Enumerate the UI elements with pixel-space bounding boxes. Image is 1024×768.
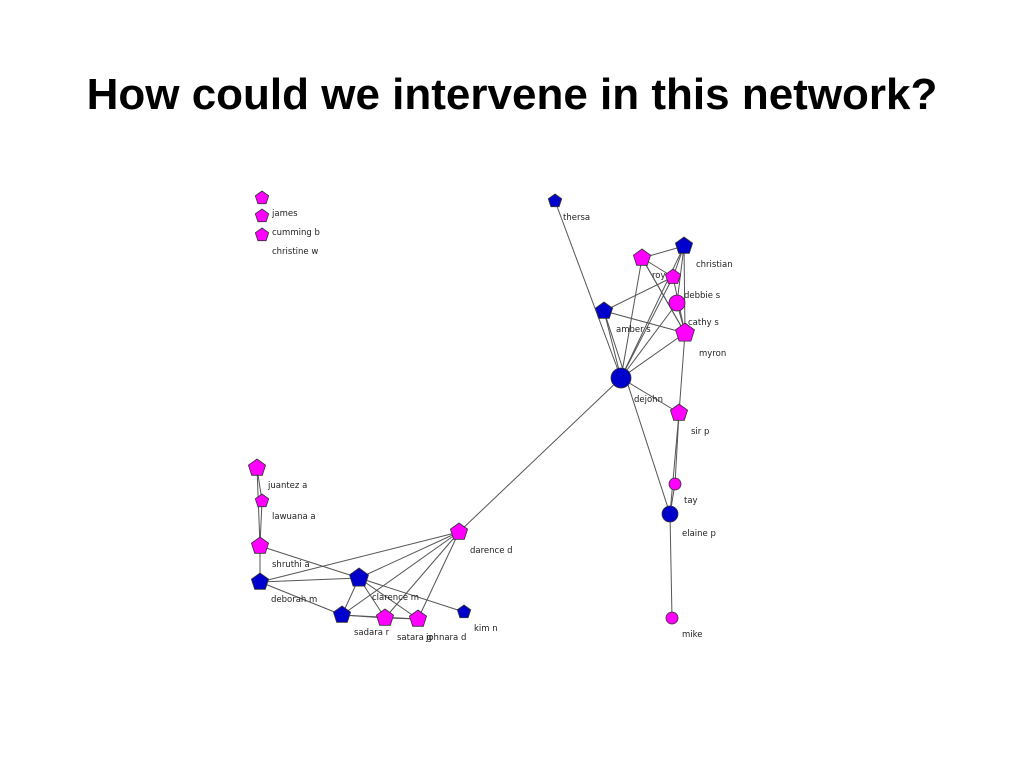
edge-debbie2-dejohn [620,302,678,379]
slide-title: How could we intervene in this network? [86,70,938,119]
edge-christian-cathy [683,245,686,334]
edges-layer [256,200,686,620]
node-label-christine: christine w [272,247,318,257]
edge-debbie-amber [603,276,674,312]
nodes-layer [247,190,695,627]
node-johnara [408,609,428,627]
node-label-myron: myron [699,349,726,359]
edge-clarence-kimn [358,577,465,613]
node-deborah [250,572,270,590]
node-darence [449,522,469,540]
node-label-darence: darence d [470,546,513,556]
node-kimn [456,604,472,619]
edge-amber-cathy [603,310,686,334]
node-iso1 [254,190,270,205]
edge-elaine-mike [669,513,673,619]
node-cumming [254,227,270,242]
node-clarence [349,567,369,587]
node-label-debbie: debbie s [684,291,721,301]
node-label-james: james [271,209,298,219]
edge-thersa-dejohn [554,200,622,379]
node-label-elaine: elaine p [682,529,716,539]
edge-amber-elaine [603,310,671,515]
labels-layer: james cumming b christine w thersa roy christ… [267,209,733,643]
edge-dejohn-darence [458,377,622,533]
node-juantez [247,458,267,476]
node-sirp [669,403,689,421]
node-label-dejohn: dejohn [634,395,663,405]
node-label-sirp: sir p [691,427,709,437]
node-debbie [664,268,682,284]
edge-darence-johnara [417,531,460,620]
node-label-cumming: cumming b [272,228,320,238]
node-label-satara: satara g [397,633,432,643]
node-label-shruthi: shruthi a [272,560,310,570]
edge-deborah-clarence [259,577,360,583]
node-label-johnara: johnara d [425,633,466,643]
edge-debbie-dejohn [620,276,674,379]
node-thersa [547,193,563,208]
node-mike [665,611,679,625]
node-label-christian: christian [696,260,733,270]
node-label-amber: amber s [616,325,651,335]
edge-clarence-darence [358,531,460,579]
edge-christian-dejohn [620,245,685,379]
node-shruthi [250,536,270,554]
node-satara [375,608,395,626]
node-label-lawuana: lawuana a [272,512,316,522]
edge-sirp-elaine [669,412,680,515]
edge-darence-sadara [341,531,460,616]
node-label-tay: tay [684,496,698,506]
node-roy [632,248,652,266]
edge-clarence-johnara [358,577,419,620]
node-label-roy: roy [652,271,666,281]
edge-darence-satara [384,531,460,619]
node-label-juantez: juantez a [267,481,307,491]
node-label-sadara: sadara r [354,628,390,638]
edge-deborah-sadara [259,581,343,616]
edge-dejohn-sirp [620,377,680,414]
node-label-cathy: cathy s [688,318,719,328]
edge-shruthi-clarence [259,545,360,579]
node-label-deborah: deborah m [271,595,317,605]
edge-amber-dejohn [603,310,622,379]
node-amber [594,301,614,319]
node-christian [674,236,694,254]
node-cathy [675,322,695,342]
node-label-clarence: clarence m [372,593,419,603]
node-elaine [661,505,679,523]
node-label-kimn: kim n [474,624,498,634]
node-dejohn [610,367,632,389]
node-label-mike: mike [682,630,703,640]
node-sadara [332,605,352,623]
edge-cathy-sirp [678,332,686,414]
node-debbie2 [668,294,686,312]
node-tay [668,477,682,491]
node-lawuana [254,493,270,508]
edge-cathy-dejohn [620,332,686,379]
node-james [254,208,270,223]
edge-deborah-darence [259,531,460,583]
node-label-thersa: thersa [563,213,590,223]
